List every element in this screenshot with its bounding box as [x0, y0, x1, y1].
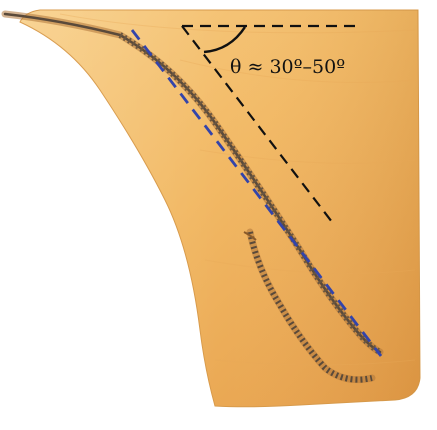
wood-grain-overlay	[20, 10, 420, 407]
angle-label: θ ≈ 30º–50º	[230, 56, 345, 78]
string-groove-main	[1, 10, 384, 356]
string-groove-hook	[243, 228, 376, 384]
wood-grain-lines	[59, 13, 416, 366]
slanted-reference-line	[181, 25, 333, 223]
angle-arc	[203, 26, 247, 54]
fit-line	[130, 29, 383, 357]
